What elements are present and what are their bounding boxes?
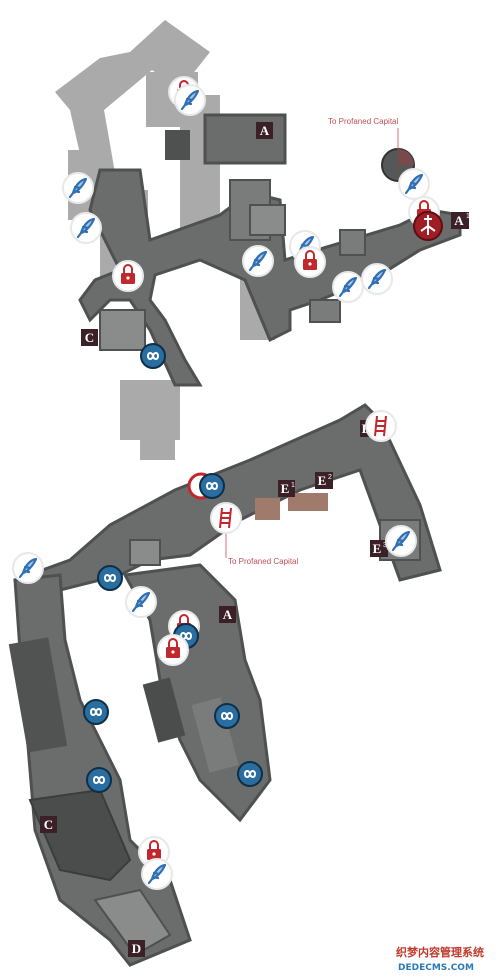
label-c-lower: C <box>40 816 57 833</box>
teleport-icon[interactable] <box>97 565 123 591</box>
lock-icon[interactable] <box>112 260 144 292</box>
svg-text:A: A <box>260 123 270 138</box>
feather-icon[interactable] <box>11 551 45 585</box>
feather-icon[interactable] <box>173 83 207 117</box>
svg-text:A: A <box>223 607 233 622</box>
feather-icon[interactable] <box>397 167 431 201</box>
lever-icon[interactable] <box>413 211 443 241</box>
feather-icon[interactable] <box>61 171 95 205</box>
svg-text:E: E <box>281 481 290 496</box>
svg-text:E: E <box>373 541 382 556</box>
label-e2: E 2 <box>315 472 333 489</box>
feather-icon[interactable] <box>140 857 174 891</box>
teleport-icon[interactable] <box>86 767 112 793</box>
label-e1: E 1 <box>278 480 295 497</box>
svg-text:C: C <box>44 817 53 832</box>
feather-icon[interactable] <box>384 524 418 558</box>
teleport-icon[interactable] <box>83 699 109 725</box>
teleport-icon[interactable] <box>199 473 225 499</box>
label-c-upper: C <box>81 329 98 346</box>
teleport-icon[interactable] <box>237 761 263 787</box>
route-label-upper: To Profaned Capital <box>328 117 398 126</box>
svg-text:D: D <box>132 941 141 956</box>
label-e3: E 3 <box>370 540 388 557</box>
svg-text:织梦内容管理系统: 织梦内容管理系统 <box>396 945 484 959</box>
route-label-lower: To Profaned Capital <box>228 557 298 566</box>
teleport-icon[interactable] <box>140 343 166 369</box>
svg-text:C: C <box>85 330 94 345</box>
label-d-lower: D <box>128 940 145 957</box>
label-a1-upper: A 1 <box>451 212 470 229</box>
teleport-icon[interactable] <box>214 703 240 729</box>
ladder-icon[interactable] <box>210 502 242 534</box>
svg-text:1: 1 <box>291 482 295 489</box>
feather-icon[interactable] <box>69 211 103 245</box>
svg-text:2: 2 <box>328 474 332 481</box>
lock-icon[interactable] <box>294 246 326 278</box>
svg-text:E: E <box>318 473 327 488</box>
svg-text:DEDECMS.COM: DEDECMS.COM <box>398 963 474 973</box>
svg-text:3: 3 <box>383 542 387 549</box>
ladder-icon[interactable] <box>365 410 397 442</box>
feather-icon[interactable] <box>360 262 394 296</box>
feather-icon[interactable] <box>331 270 365 304</box>
svg-text:A: A <box>454 213 464 228</box>
watermark: 织梦内容管理系统 DEDECMS.COM <box>380 942 502 974</box>
upper-floor-rooms <box>78 113 462 387</box>
label-a-upper: A <box>256 122 273 139</box>
feather-icon[interactable] <box>241 244 275 278</box>
svg-text:1: 1 <box>466 213 470 220</box>
feather-icon[interactable] <box>124 585 158 619</box>
lock-icon[interactable] <box>157 634 189 666</box>
label-a-lower: A <box>219 606 236 623</box>
